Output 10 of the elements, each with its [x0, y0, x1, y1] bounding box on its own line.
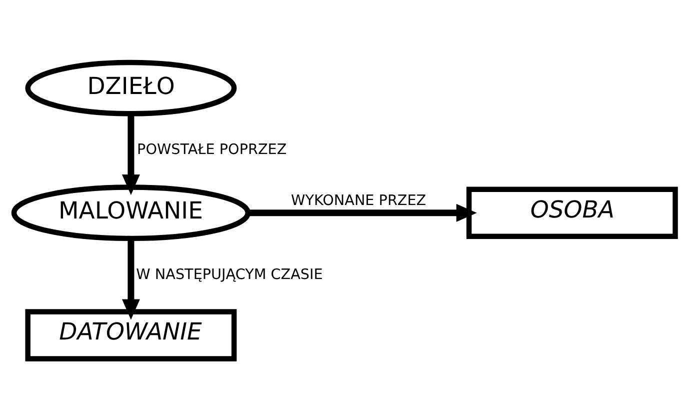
node-ellipse: MALOWANIE — [11, 184, 251, 241]
node-ellipse: DZIEŁO — [25, 59, 237, 116]
arrow — [122, 238, 140, 320]
node-box: OSOBA — [466, 186, 678, 238]
edge-label: W NASTĘPUJĄCYM CZASIE — [136, 266, 323, 282]
arrow — [248, 203, 477, 222]
arrow — [122, 114, 140, 194]
edge-label: POWSTAŁE POPRZEZ — [137, 142, 287, 158]
node-box: DATOWANIE — [25, 308, 237, 361]
edge-label: WYKONANE PRZEZ — [291, 192, 426, 208]
